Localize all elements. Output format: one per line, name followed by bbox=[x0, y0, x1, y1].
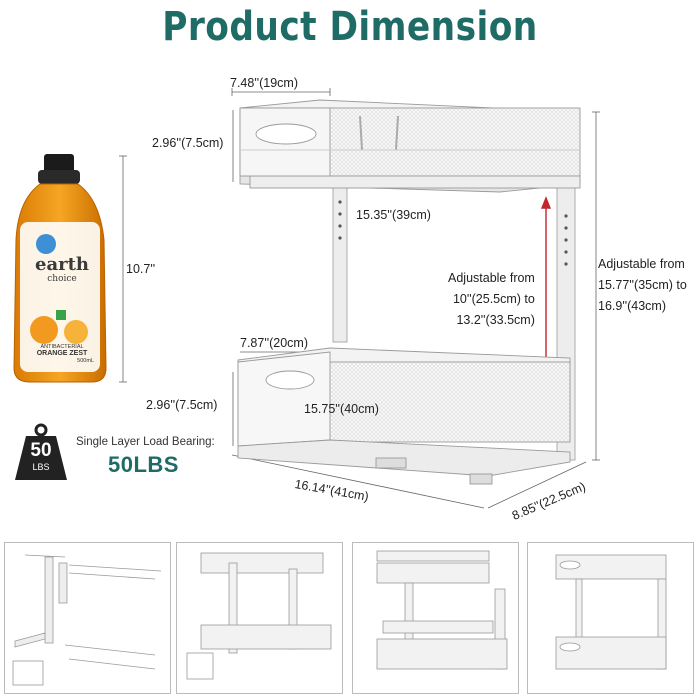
adjust-total-line3: 16.9''(43cm) bbox=[598, 299, 666, 313]
adjust-gap-line2: 10''(25.5cm) to bbox=[452, 292, 535, 306]
bottom-depth-label: 7.87''(20cm) bbox=[240, 336, 308, 350]
assembly-step-1-parts bbox=[12, 554, 162, 686]
bottle-height-label: 10.7'' bbox=[126, 262, 156, 276]
top-depth-label: 7.48''(19cm) bbox=[230, 76, 298, 90]
top-width-label: 15.35''(39cm) bbox=[356, 208, 431, 222]
bottom-width-label: 15.75''(40cm) bbox=[304, 402, 379, 416]
bottle-variant: ANTIBACTERIAL ORANGE ZEST 500mL bbox=[22, 344, 102, 364]
bottle-brand-line2: choice bbox=[47, 274, 77, 284]
adjust-total-label: Adjustable from 15.77''(35cm) to 16.9''(… bbox=[598, 254, 687, 317]
bottle-brand-line1: earth bbox=[35, 254, 89, 275]
adjust-gap-line3: 13.2''(33.5cm) bbox=[456, 313, 535, 327]
bottle-variant-line1: ANTIBACTERIAL bbox=[40, 344, 84, 350]
assembly-step-2-panel bbox=[176, 542, 343, 694]
rack-illustration bbox=[13, 88, 600, 509]
top-height-label: 2.96''(7.5cm) bbox=[152, 136, 224, 150]
weight-icon-unit: LBS bbox=[32, 462, 50, 472]
bottle-volume: 500mL bbox=[77, 358, 94, 364]
assembly-step-3-parts bbox=[376, 550, 508, 670]
assembly-step-3-panel bbox=[352, 542, 519, 694]
load-bearing-value: 50LBS bbox=[108, 452, 179, 477]
weight-icon: 50 LBS bbox=[14, 423, 68, 482]
bottle-brand: earth choice bbox=[24, 254, 100, 285]
adjust-gap-line1: Adjustable from bbox=[448, 271, 535, 285]
adjust-gap-label: Adjustable from 10''(25.5cm) to 13.2''(3… bbox=[448, 268, 535, 331]
assembly-step-4-parts bbox=[555, 554, 667, 670]
assembly-step-1-panel bbox=[4, 542, 171, 694]
adjust-total-line2: 15.77''(35cm) to bbox=[598, 278, 687, 292]
bottom-height-label: 2.96''(7.5cm) bbox=[146, 398, 218, 412]
bottle-variant-line2: ORANGE ZEST bbox=[36, 350, 88, 357]
assembly-step-4-panel bbox=[527, 542, 694, 694]
page-title: Product Dimension bbox=[162, 4, 538, 50]
load-bearing-label: Single Layer Load Bearing: bbox=[76, 436, 215, 448]
adjust-total-line1: Adjustable from bbox=[598, 257, 685, 271]
detergent-bottle bbox=[13, 154, 107, 383]
weight-icon-value: 50 bbox=[30, 440, 52, 461]
assembly-step-2-parts bbox=[186, 552, 332, 680]
